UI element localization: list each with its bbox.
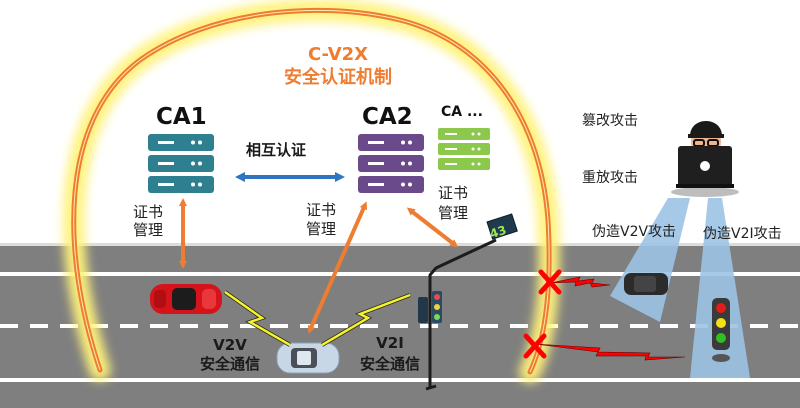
cert-arrow-ca2-infrastructure (406, 207, 459, 248)
red-car-icon (150, 284, 222, 314)
v2v-label-line2: 安全通信 (199, 355, 260, 373)
ca-more-cert-label-2: 管理 (438, 204, 469, 222)
traffic-pole (418, 213, 518, 391)
mutual-auth-label: 相互认证 (246, 141, 307, 159)
lane-line-solid-lower (0, 378, 800, 382)
v2i-label-line1: V2I (376, 334, 404, 352)
hacker-icon (671, 121, 739, 197)
title-line1: C-V2X (307, 44, 369, 65)
attack-fake-v2i-label: 伪造V2I攻击 (703, 226, 782, 242)
silver-car-icon (276, 342, 340, 374)
cert-arrow-ca2-vehicle (307, 201, 368, 334)
ca1-server-icon (148, 134, 214, 193)
ca-more-label: CA ... (441, 104, 483, 120)
attack-tamper-label: 篡改攻击 (582, 113, 638, 129)
fake-v2i-beam (690, 198, 750, 378)
blocked-x-icon-lower (523, 333, 547, 359)
v2v-signal-icon (224, 290, 291, 347)
title-line2: 安全认证机制 (284, 67, 392, 88)
ca2-cert-label-1: 证书 (306, 201, 337, 219)
attack-fake-v2v-label: 伪造V2V攻击 (592, 224, 677, 240)
ca1-cert-label-1: 证书 (133, 203, 164, 221)
ca2-cert-label-2: 管理 (306, 220, 337, 238)
ca1-cert-label-2: 管理 (133, 221, 164, 239)
speed-sign (486, 213, 518, 240)
ca2-label: CA2 (362, 104, 413, 130)
ca-more-cert-label-1: 证书 (438, 184, 469, 202)
blocked-x-icon-upper (538, 269, 562, 295)
v2i-label-line2: 安全通信 (359, 355, 420, 373)
security-arc (62, 0, 561, 383)
attack-bolt-lower (534, 343, 686, 361)
dark-car-icon (624, 273, 668, 295)
ca2-server-icon (358, 134, 424, 193)
attack-bolt-upper (549, 276, 611, 288)
lane-line-solid-upper (0, 272, 800, 276)
ca1-label: CA1 (156, 104, 207, 130)
traffic-light-small-icon (418, 291, 442, 323)
attack-replay-label: 重放攻击 (582, 170, 638, 186)
road-edge-top (0, 243, 800, 246)
fake-traffic-light-icon (712, 298, 730, 362)
ca-more-server-icon (438, 128, 490, 170)
v2v-label-line1: V2V (213, 336, 247, 354)
road (0, 243, 800, 408)
v2i-signal-icon (321, 293, 411, 347)
